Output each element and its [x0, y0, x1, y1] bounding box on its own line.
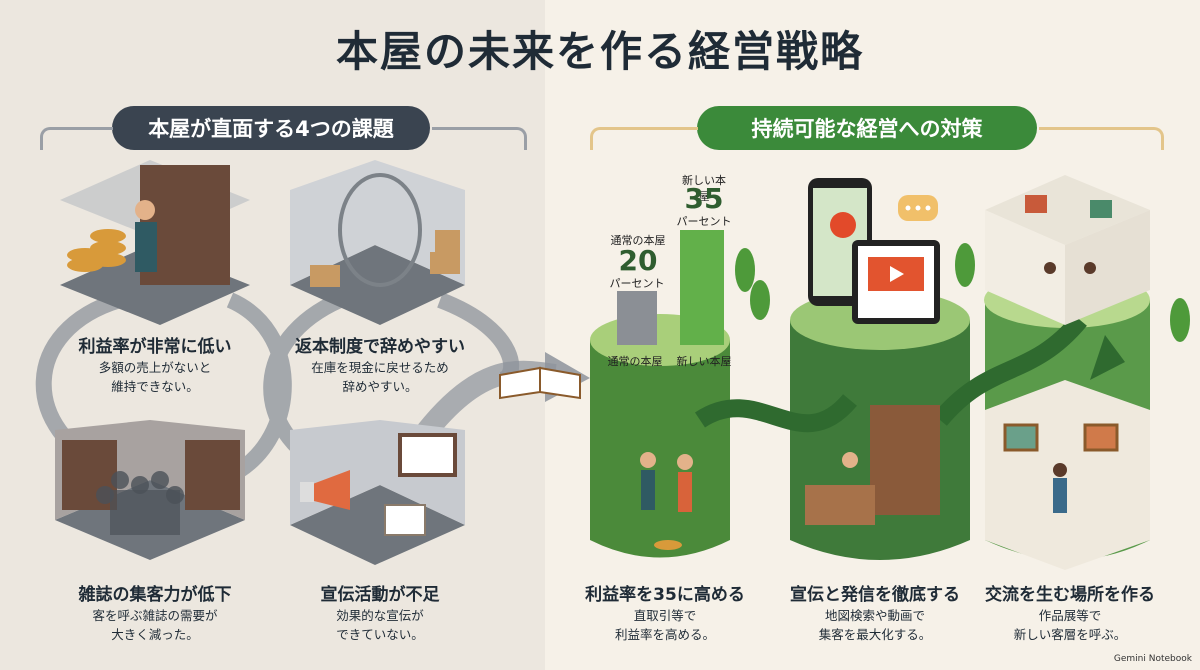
footer-brand: Gemini Notebook	[1113, 654, 1192, 664]
plant-icon	[735, 243, 1190, 342]
challenge-desc-line: 維持できない。	[111, 379, 199, 394]
challenge-1: 利益率が非常に低い 多額の売上がないと 維持できない。	[55, 332, 255, 395]
strategy-2: 宣伝と発信を徹底する 地図検索や動画で 集客を最大化する。	[775, 580, 975, 643]
bar-new-store	[680, 230, 724, 345]
challenge-desc-line: 多額の売上がないと	[98, 360, 212, 375]
bracket-line	[1039, 127, 1164, 150]
strategy-desc-line: 新しい客層を呼ぶ。	[1013, 627, 1127, 642]
bracket-line	[40, 127, 113, 150]
challenge-desc-line: 効果的な宣伝が	[336, 608, 424, 623]
chart-new-store-unit: パーセント	[676, 215, 732, 228]
strategy-1: 利益率を35に高める 直取引等で 利益率を高める。	[570, 580, 760, 643]
chart-regular-store-unit: パーセント	[609, 277, 665, 290]
challenge-heading: 宣伝活動が不足	[320, 585, 440, 605]
challenge-heading: 雑誌の集客力が低下	[78, 585, 232, 605]
challenge-3: 雑誌の集客力が低下 客を呼ぶ雑誌の需要が 大きく減った。	[55, 580, 255, 643]
bracket-line	[590, 127, 698, 150]
shop-scene-middle	[805, 405, 940, 525]
bar-regular-store	[617, 291, 657, 345]
strategy-desc-line: 直取引等で	[633, 608, 697, 623]
strategy-heading: 交流を生む場所を作る	[985, 585, 1155, 605]
challenge-desc-line: 大きく減った。	[111, 627, 199, 642]
strategy-desc-line: 地図検索や動画で	[824, 608, 925, 623]
strategy-desc-line: 利益率を高める。	[614, 627, 715, 642]
margin-chart	[617, 230, 724, 345]
chart-x-label-regular: 通常の本屋	[607, 355, 663, 368]
strategy-3: 交流を生む場所を作る 作品展等で 新しい客層を呼ぶ。	[970, 580, 1170, 643]
chart-x-label-new: 新しい本屋	[676, 355, 732, 368]
chart-new-store-label: 新しい本屋	[682, 174, 726, 203]
gallery-room-top	[985, 175, 1150, 325]
strategy-heading: 宣伝と発信を徹底する	[790, 585, 960, 605]
shop-scene-left	[640, 452, 693, 550]
challenges-header: 本屋が直面する4つの課題	[112, 106, 430, 150]
challenge-heading: 返本制度で辞めやすい	[295, 337, 465, 357]
strategy-heading: 利益率を35に高める	[585, 585, 745, 605]
strategy-desc-line: 集客を最大化する。	[818, 627, 932, 642]
magazine-illustration	[55, 420, 245, 560]
gallery-room-bottom	[985, 380, 1150, 570]
challenge-4: 宣伝活動が不足 効果的な宣伝が できていない。	[280, 580, 480, 643]
chart-new-store-value: 35	[684, 182, 724, 215]
open-book-icon	[499, 366, 581, 400]
challenge-heading: 利益率が非常に低い	[78, 337, 232, 357]
low-margin-illustration	[60, 160, 250, 325]
bracket-line	[432, 127, 527, 150]
advertising-illustration	[290, 420, 465, 565]
chat-bubble-icon	[898, 195, 938, 221]
challenge-desc-line: できていない。	[336, 627, 424, 642]
challenge-2: 返本制度で辞めやすい 在庫を現金に戻せるため 辞めやすい。	[280, 332, 480, 395]
strategies-header: 持続可能な経営への対策	[697, 106, 1037, 150]
page-title: 本屋の未来を作る経営戦略	[335, 27, 864, 76]
tablet-video-icon	[852, 240, 940, 324]
challenge-desc-line: 辞めやすい。	[342, 379, 418, 394]
challenge-desc-line: 客を呼ぶ雑誌の需要が	[92, 608, 218, 623]
chart-regular-store-label: 通常の本屋	[610, 234, 666, 247]
challenge-desc-line: 在庫を現金に戻せるため	[311, 360, 449, 375]
chart-regular-store-value: 20	[618, 244, 658, 277]
strategy-desc-line: 作品展等で	[1038, 608, 1102, 623]
returns-illustration	[290, 160, 465, 325]
